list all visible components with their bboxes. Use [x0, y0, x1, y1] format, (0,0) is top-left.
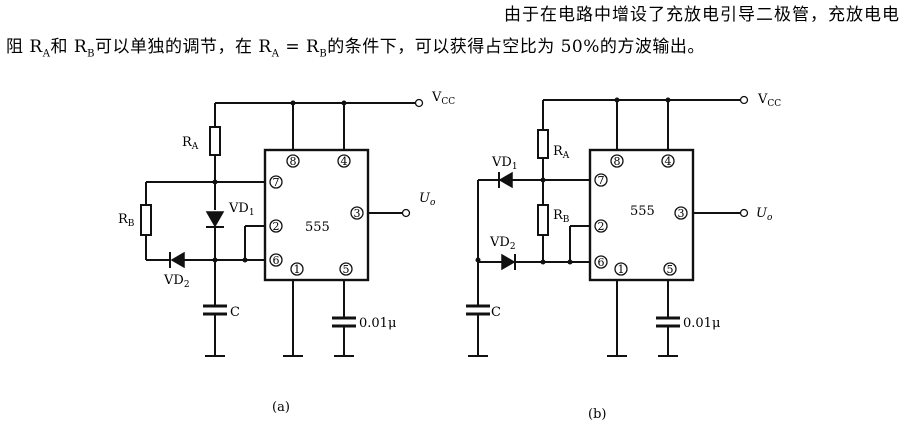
svg-text:6: 6 [598, 256, 605, 269]
ra-label-b: RA [553, 144, 570, 161]
resistor-rb-b [537, 204, 549, 236]
caption-b: (b) [588, 407, 606, 422]
resistor-ra-b [537, 129, 549, 159]
resistor-rb-a [140, 204, 152, 236]
svg-text:3: 3 [354, 207, 361, 220]
vcc-terminal-b [739, 95, 749, 105]
circuit-a: VCC RA RB VD2 VD1 [118, 90, 455, 415]
svg-text:8: 8 [290, 155, 297, 168]
vcc-terminal-a [414, 98, 424, 108]
diode-vd2-a [170, 251, 185, 269]
vd2-label-a: VD2 [163, 273, 190, 290]
rb-label-a: RB [118, 212, 135, 229]
svg-text:5: 5 [667, 263, 674, 276]
circuit-b: VCC RA VD1 RB VD2 [466, 92, 781, 422]
svg-text:7: 7 [273, 176, 280, 189]
cap2-label-b: 0.01μ [683, 316, 720, 331]
svg-text:1: 1 [294, 263, 301, 276]
svg-text:4: 4 [665, 155, 672, 168]
resistor-ra-a [209, 126, 221, 156]
vd1-label-a: VD1 [228, 201, 255, 218]
diode-vd2-b [501, 253, 516, 271]
chip-label-b: 555 [630, 204, 655, 219]
output-label-a: Uo [419, 191, 436, 208]
svg-text:1: 1 [618, 263, 625, 276]
svg-text:8: 8 [614, 155, 621, 168]
vd2-label-b: VD2 [489, 235, 516, 252]
svg-text:2: 2 [598, 220, 605, 233]
diode-vd1-a [205, 211, 225, 228]
svg-text:5: 5 [343, 263, 350, 276]
output-terminal-b [739, 208, 749, 218]
vcc-label-a: VCC [431, 90, 455, 107]
cap-label-a: C [230, 305, 240, 320]
rb-label-b: RB [553, 208, 570, 225]
chip-label-a: 555 [305, 220, 330, 235]
vd1-label-b: VD1 [491, 155, 518, 172]
paragraph-line-2: 阻 RA和 RB可以单独的调节，在 RA = RB的条件下，可以获得占空比为 5… [6, 37, 705, 60]
cap-label-b: C [491, 305, 501, 320]
svg-text:6: 6 [273, 254, 280, 267]
vcc-label-b: VCC [757, 92, 781, 109]
svg-text:7: 7 [598, 174, 605, 187]
svg-text:2: 2 [273, 220, 280, 233]
output-terminal-a [401, 208, 411, 218]
svg-text:3: 3 [678, 207, 685, 220]
diode-vd1-b [498, 171, 513, 189]
cap2-label-a: 0.01μ [359, 316, 396, 331]
paragraph-line-1: 由于在电路中增设了充放电引导二极管，充放电电 [504, 5, 900, 25]
caption-a: (a) [272, 400, 290, 415]
ra-label-a: RA [182, 135, 199, 152]
svg-text:4: 4 [341, 155, 348, 168]
output-label-b: Uo [756, 206, 773, 223]
